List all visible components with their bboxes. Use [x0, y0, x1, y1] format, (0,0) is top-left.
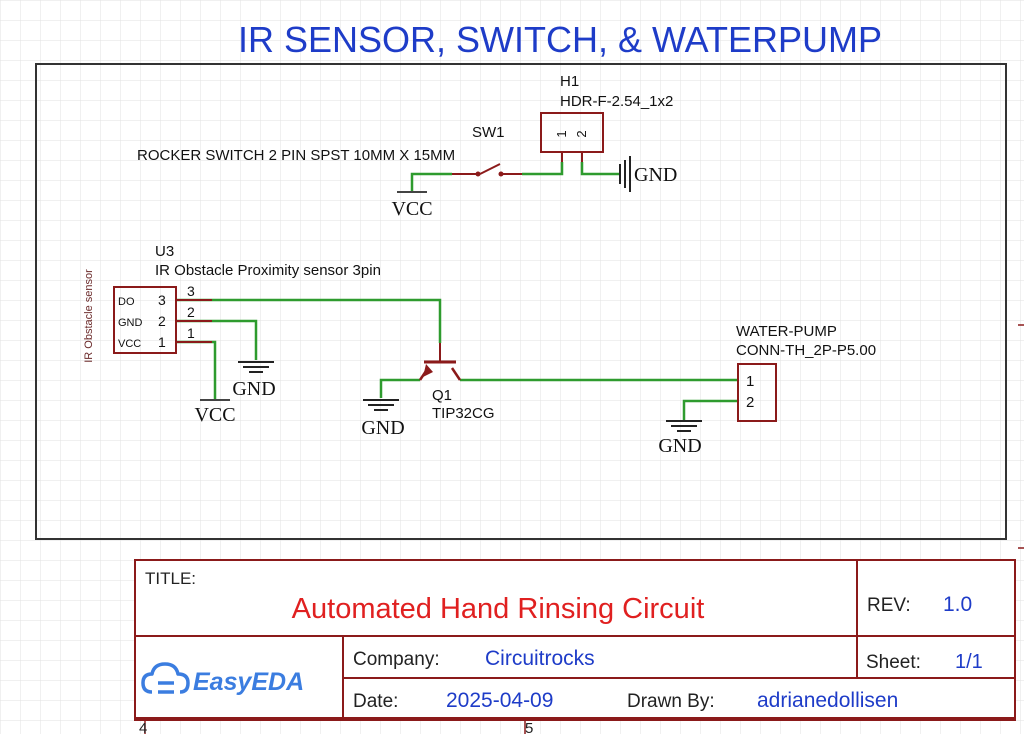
water-pump-connector[interactable]: WATER-PUMP CONN-TH_2P-P5.00 1 2 [736, 323, 876, 422]
schematic-title: IR SENSOR, SWITCH, & WATERPUMP [238, 19, 882, 60]
transistor-q1[interactable]: Q1 TIP32CG [418, 343, 495, 422]
sheet-label: Sheet: [866, 652, 921, 673]
date-value: 2025-04-09 [446, 689, 553, 712]
gnd-symbol-header [619, 156, 631, 192]
cloud-icon [141, 662, 190, 694]
drawing-title: Automated Hand Rinsing Circuit [292, 593, 705, 625]
q1-ref: Q1 [432, 387, 452, 404]
company-value: Circuitrocks [485, 647, 595, 670]
u3-pin1-label: 1 [187, 325, 195, 341]
circuit-frame [35, 63, 1007, 540]
pump-ref: WATER-PUMP [736, 323, 837, 340]
title-label: TITLE: [145, 569, 196, 588]
h1-pin2-number: 2 [574, 130, 589, 137]
gnd-label-header: GND [634, 164, 677, 186]
sheet-border-ticks [144, 324, 1024, 734]
u3-pin3-label: 3 [187, 283, 195, 299]
q1-value: TIP32CG [432, 405, 495, 422]
pump-pin2: 2 [746, 394, 754, 411]
pump-pin1: 1 [746, 373, 754, 390]
u3-value: IR Obstacle Proximity sensor 3pin [155, 262, 381, 279]
gnd-label-pump: GND [658, 435, 701, 457]
title-block [134, 559, 1016, 721]
u3-pin-number-2: 2 [158, 313, 166, 329]
gnd-symbol-pump [666, 420, 702, 432]
rev-value: 1.0 [943, 593, 972, 616]
gnd-symbol-sensor [238, 361, 274, 373]
easyeda-logo: EasyEDA [141, 662, 304, 696]
gnd-label-transistor: GND [361, 417, 404, 439]
company-label: Company: [353, 649, 440, 670]
u3-pin2-label: 2 [187, 304, 195, 320]
u3-pin-number-3: 3 [158, 292, 166, 308]
u3-pin-name-do: DO [118, 296, 135, 308]
u3-pin-name-vcc: VCC [118, 338, 141, 350]
sw1-value: ROCKER SWITCH 2 PIN SPST 10MM X 15MM [137, 147, 455, 164]
zone-marker-4: 4 [139, 720, 147, 734]
zone-marker-5: 5 [525, 720, 533, 734]
rev-label: REV: [867, 595, 911, 616]
easyeda-logo-text: EasyEDA [193, 668, 304, 696]
u3-ref: U3 [155, 243, 174, 260]
vcc-symbol-switch: VCC [391, 191, 433, 220]
u3-pin-name-gnd: GND [118, 317, 143, 329]
header-h1[interactable]: H1 HDR-F-2.54_1x2 1 2 [540, 73, 673, 162]
u3-pin-number-1: 1 [158, 334, 166, 350]
drawn-by-label: Drawn By: [627, 691, 715, 712]
gnd-label-sensor: GND [232, 378, 275, 400]
sheet-value: 1/1 [955, 651, 983, 673]
u3-body-label: IR Obstacle sensor [83, 269, 95, 363]
gnd-symbol-transistor [363, 399, 399, 411]
svg-text:VCC: VCC [194, 404, 235, 426]
sw1-ref: SW1 [472, 124, 505, 141]
h1-ref: H1 [560, 73, 579, 90]
drawn-by-value: adrianedollisen [757, 689, 898, 712]
pump-value: CONN-TH_2P-P5.00 [736, 342, 876, 359]
vcc-symbol-sensor: VCC [194, 399, 236, 426]
svg-text:VCC: VCC [391, 198, 432, 220]
h1-value: HDR-F-2.54_1x2 [560, 93, 673, 110]
ir-sensor-u3[interactable]: U3 IR Obstacle Proximity sensor 3pin IR … [83, 243, 381, 363]
switch-sw1[interactable]: SW1 ROCKER SWITCH 2 PIN SPST 10MM X 15MM [137, 124, 522, 177]
h1-pin1-number: 1 [554, 130, 569, 137]
date-label: Date: [353, 691, 398, 712]
